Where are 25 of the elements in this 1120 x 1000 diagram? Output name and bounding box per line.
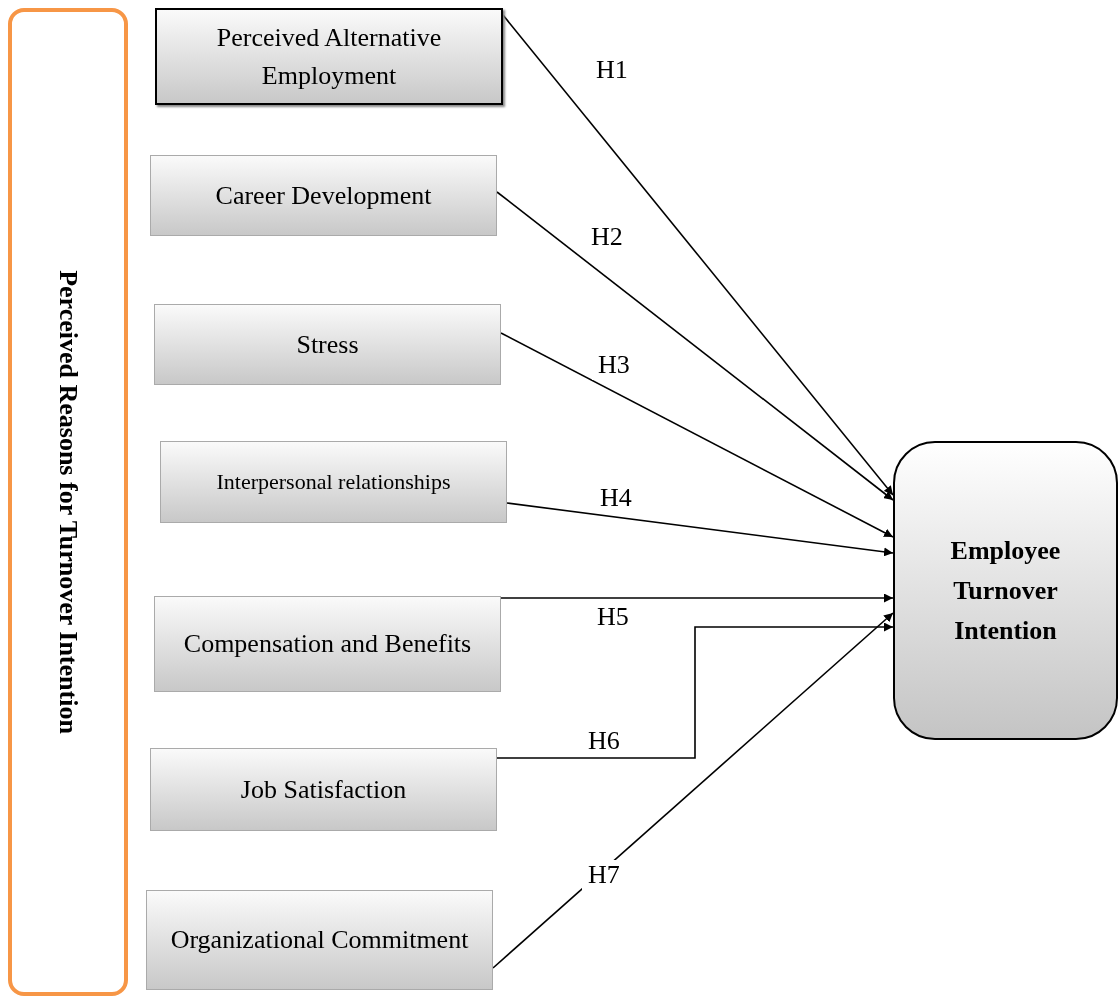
factor-box [150,155,497,236]
node-label: Perceived Alternative Employment [215,21,443,92]
factor-box [150,748,497,831]
group-title: Perceived Reasons for Turnover Intention [53,270,83,734]
node-label: Stress [296,328,359,361]
arrow [506,502,894,557]
node-label: Employee Turnover Intention [949,534,1062,647]
node-label: Interpersonal relationships [216,468,451,496]
arrow [492,612,894,969]
arrow [496,622,894,759]
node-label: Job Satisfaction [240,773,407,806]
factor-box [154,596,501,692]
factor-box [154,304,501,385]
factor-box [155,8,503,105]
factor-box [160,441,507,523]
arrow [502,14,894,496]
node-label: Organizational Commitment [170,924,469,956]
outcome-box [893,441,1118,740]
node-label: Career Development [215,179,432,212]
arrow [496,191,894,501]
arrow [500,332,894,538]
group-band [8,8,128,996]
factor-box [146,890,493,990]
arrow [500,593,894,603]
node-label: Compensation and Benefits [183,628,472,660]
